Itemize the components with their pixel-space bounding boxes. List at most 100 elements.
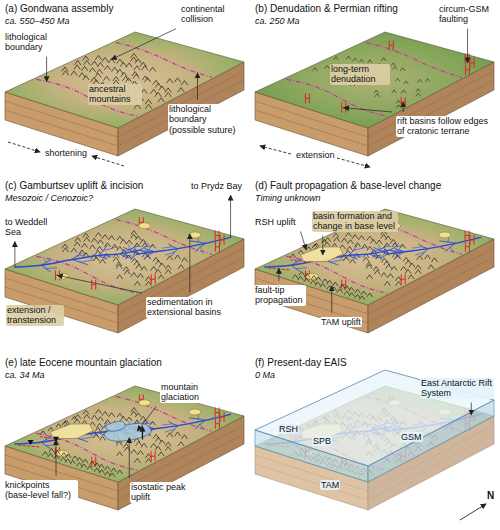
mountain-symbol bbox=[332, 282, 338, 286]
sedimentary-basin bbox=[439, 232, 451, 238]
annotation-label: knickpoints (base-level fall?) bbox=[4, 480, 78, 501]
mountain-symbol bbox=[117, 275, 123, 279]
river bbox=[141, 250, 149, 252]
leader-line bbox=[471, 403, 472, 415]
mountain-symbol bbox=[111, 468, 117, 472]
river bbox=[419, 244, 428, 249]
river bbox=[445, 243, 455, 251]
mountain-symbol bbox=[405, 260, 411, 264]
mountain-symbol bbox=[405, 269, 411, 273]
mountain-symbol bbox=[72, 416, 77, 420]
mountain-symbol bbox=[381, 58, 386, 61]
mountain-symbol bbox=[102, 412, 108, 416]
mountain-symbol bbox=[178, 442, 184, 446]
river bbox=[165, 429, 174, 432]
mountain-symbol bbox=[416, 93, 421, 96]
leader-line bbox=[278, 268, 279, 281]
river bbox=[190, 241, 206, 243]
mountain-symbol bbox=[291, 254, 296, 258]
river bbox=[440, 241, 456, 243]
annotation-label: mountain glaciation bbox=[160, 382, 222, 403]
mountain-symbol bbox=[89, 68, 95, 72]
mountain-symbol bbox=[117, 246, 123, 250]
river bbox=[395, 246, 403, 247]
mountain-symbol bbox=[373, 267, 379, 271]
rift-symbol bbox=[215, 408, 219, 418]
mountain-symbol bbox=[400, 244, 406, 248]
mountain-symbol bbox=[392, 90, 397, 93]
mountain-symbol bbox=[384, 281, 390, 285]
mountain-symbol bbox=[374, 90, 379, 93]
mountain-symbol bbox=[150, 89, 156, 93]
mountain-symbol bbox=[97, 423, 103, 427]
panel-title: (a) Gondwana assembly bbox=[4, 3, 114, 15]
mountain-symbol bbox=[316, 277, 322, 281]
mountain-symbol bbox=[126, 240, 132, 244]
north-label: N bbox=[486, 490, 495, 502]
north-arrow bbox=[460, 504, 486, 520]
mountain-symbol bbox=[333, 233, 339, 237]
mountain-symbol bbox=[124, 270, 130, 274]
mountain-symbol bbox=[155, 446, 161, 450]
mountain-symbol bbox=[97, 240, 103, 244]
mountain-symbol bbox=[322, 239, 327, 243]
river bbox=[190, 418, 206, 420]
rift-symbol bbox=[401, 274, 405, 284]
annotation-label: RSH bbox=[278, 424, 299, 434]
block-top bbox=[255, 32, 494, 128]
mountain-symbol bbox=[117, 59, 123, 63]
river bbox=[46, 444, 57, 446]
mountain-symbol bbox=[385, 236, 391, 240]
river bbox=[148, 256, 150, 260]
river bbox=[137, 414, 230, 431]
mountain-symbol bbox=[368, 60, 373, 63]
rift-symbol bbox=[465, 242, 469, 252]
mountain-symbol bbox=[355, 294, 361, 298]
river bbox=[126, 257, 134, 258]
rift-symbol bbox=[465, 231, 469, 241]
mountain-symbol bbox=[74, 65, 80, 69]
annotation-label: TAM uplift bbox=[320, 317, 362, 327]
annotation-label: to Prydz Bay bbox=[190, 181, 243, 191]
mountain-symbol bbox=[375, 94, 380, 97]
mountain-symbol bbox=[135, 59, 141, 63]
leader-line bbox=[189, 234, 190, 293]
mountain-symbol bbox=[158, 98, 164, 102]
mountain-symbol bbox=[64, 420, 69, 424]
mountain-symbol bbox=[136, 264, 142, 268]
river bbox=[373, 255, 381, 256]
mountain-symbol bbox=[84, 60, 90, 64]
mountain-symbol bbox=[159, 263, 165, 267]
river bbox=[123, 255, 131, 256]
river bbox=[197, 238, 198, 242]
extension-arrow bbox=[337, 158, 370, 167]
mountain-symbol bbox=[109, 236, 115, 240]
river bbox=[45, 260, 46, 263]
panel-age: Mesozoic / Cenozoic? bbox=[4, 193, 94, 203]
mountain-symbol bbox=[136, 441, 142, 445]
annotation-label: East Antarctic Rift System bbox=[420, 378, 494, 399]
river bbox=[394, 252, 404, 260]
panel-age: Timing unknown bbox=[254, 193, 321, 203]
panel-title: (e) late Eocene mountain glaciation bbox=[4, 357, 163, 369]
river bbox=[415, 252, 424, 255]
lithological-boundary bbox=[286, 79, 387, 116]
river bbox=[447, 238, 448, 242]
mountain-symbol bbox=[149, 67, 155, 71]
annotation-label: TAM bbox=[320, 480, 340, 490]
mountain-symbol bbox=[181, 81, 187, 85]
mountain-symbol bbox=[346, 56, 351, 59]
annotation-label: continental collision bbox=[180, 4, 242, 25]
mountain-symbol bbox=[82, 243, 88, 247]
glacier bbox=[106, 421, 126, 431]
mountain-symbol bbox=[131, 273, 137, 277]
mountain-symbol bbox=[54, 450, 60, 454]
sedimentary-basin bbox=[139, 400, 151, 406]
annotation-label: rift basins follow edges of cratonic ter… bbox=[396, 116, 496, 137]
mountain-symbol bbox=[349, 287, 355, 291]
mountain-symbol bbox=[386, 264, 392, 268]
mountain-symbol bbox=[174, 78, 180, 82]
block-diagram bbox=[5, 386, 244, 510]
mountain-symbol bbox=[99, 470, 105, 474]
mountain-symbol bbox=[393, 66, 398, 69]
